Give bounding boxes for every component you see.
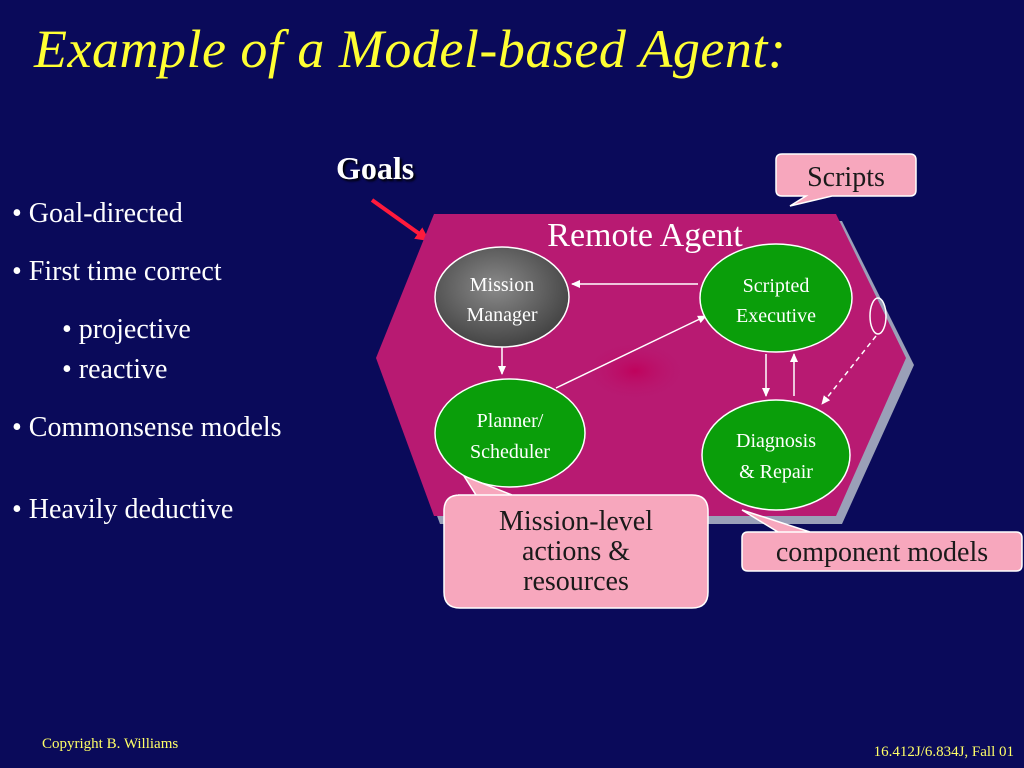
mission-manager-label-line2: Manager xyxy=(466,304,537,326)
component-models-callout xyxy=(741,509,1023,572)
bullet-reactive: • reactive xyxy=(62,354,168,385)
slide-title: Example of a Model-based Agent: xyxy=(34,19,787,79)
bullet-first-time-correct: • First time correct xyxy=(12,256,222,287)
bullet-projective: • projective xyxy=(62,314,191,345)
scripts-callout xyxy=(775,153,917,207)
planner-scheduler-label-line2: Scheduler xyxy=(470,441,550,463)
diagnosis-repair-node xyxy=(701,399,851,511)
right-edge-ellipse xyxy=(869,297,887,335)
mission-manager-node xyxy=(434,246,570,348)
mission-level-callout-line3: resources xyxy=(523,566,629,597)
goals-label: Goals xyxy=(336,150,415,186)
arrow-planner-to-exec xyxy=(555,315,707,389)
footer-course: 16.412J/6.834J, Fall 01 xyxy=(873,744,1014,760)
bullet-goal-directed: • Goal-directed xyxy=(12,198,183,229)
remote-agent-title: Remote Agent xyxy=(547,217,743,254)
goals-arrow xyxy=(370,198,430,242)
diagnosis-repair-label-line1: Diagnosis xyxy=(736,430,816,452)
footer-copyright: Copyright B. Williams xyxy=(42,736,179,752)
mission-manager-label-line1: Mission xyxy=(470,274,534,296)
mission-level-callout xyxy=(443,474,709,609)
planner-scheduler-node xyxy=(434,378,586,488)
scripted-executive-label-line1: Scripted xyxy=(743,275,810,297)
arrow-dashed-to-diagnosis xyxy=(821,335,877,405)
mission-level-callout-line1: Mission-level xyxy=(499,506,653,537)
component-models-callout-text: component models xyxy=(776,537,988,568)
mission-level-callout-line2: actions & xyxy=(522,536,630,567)
hexagon-center-glow xyxy=(582,340,688,402)
scripted-executive-node xyxy=(699,243,853,353)
scripted-executive-label-line2: Executive xyxy=(736,305,816,327)
diagnosis-repair-label-line2: & Repair xyxy=(739,461,813,483)
scripts-callout-text: Scripts xyxy=(807,162,885,193)
bullet-commonsense-models: • Commonsense models xyxy=(12,412,282,443)
bullet-heavily-deductive: • Heavily deductive xyxy=(12,494,234,525)
planner-scheduler-label-line1: Planner/ xyxy=(477,410,544,432)
